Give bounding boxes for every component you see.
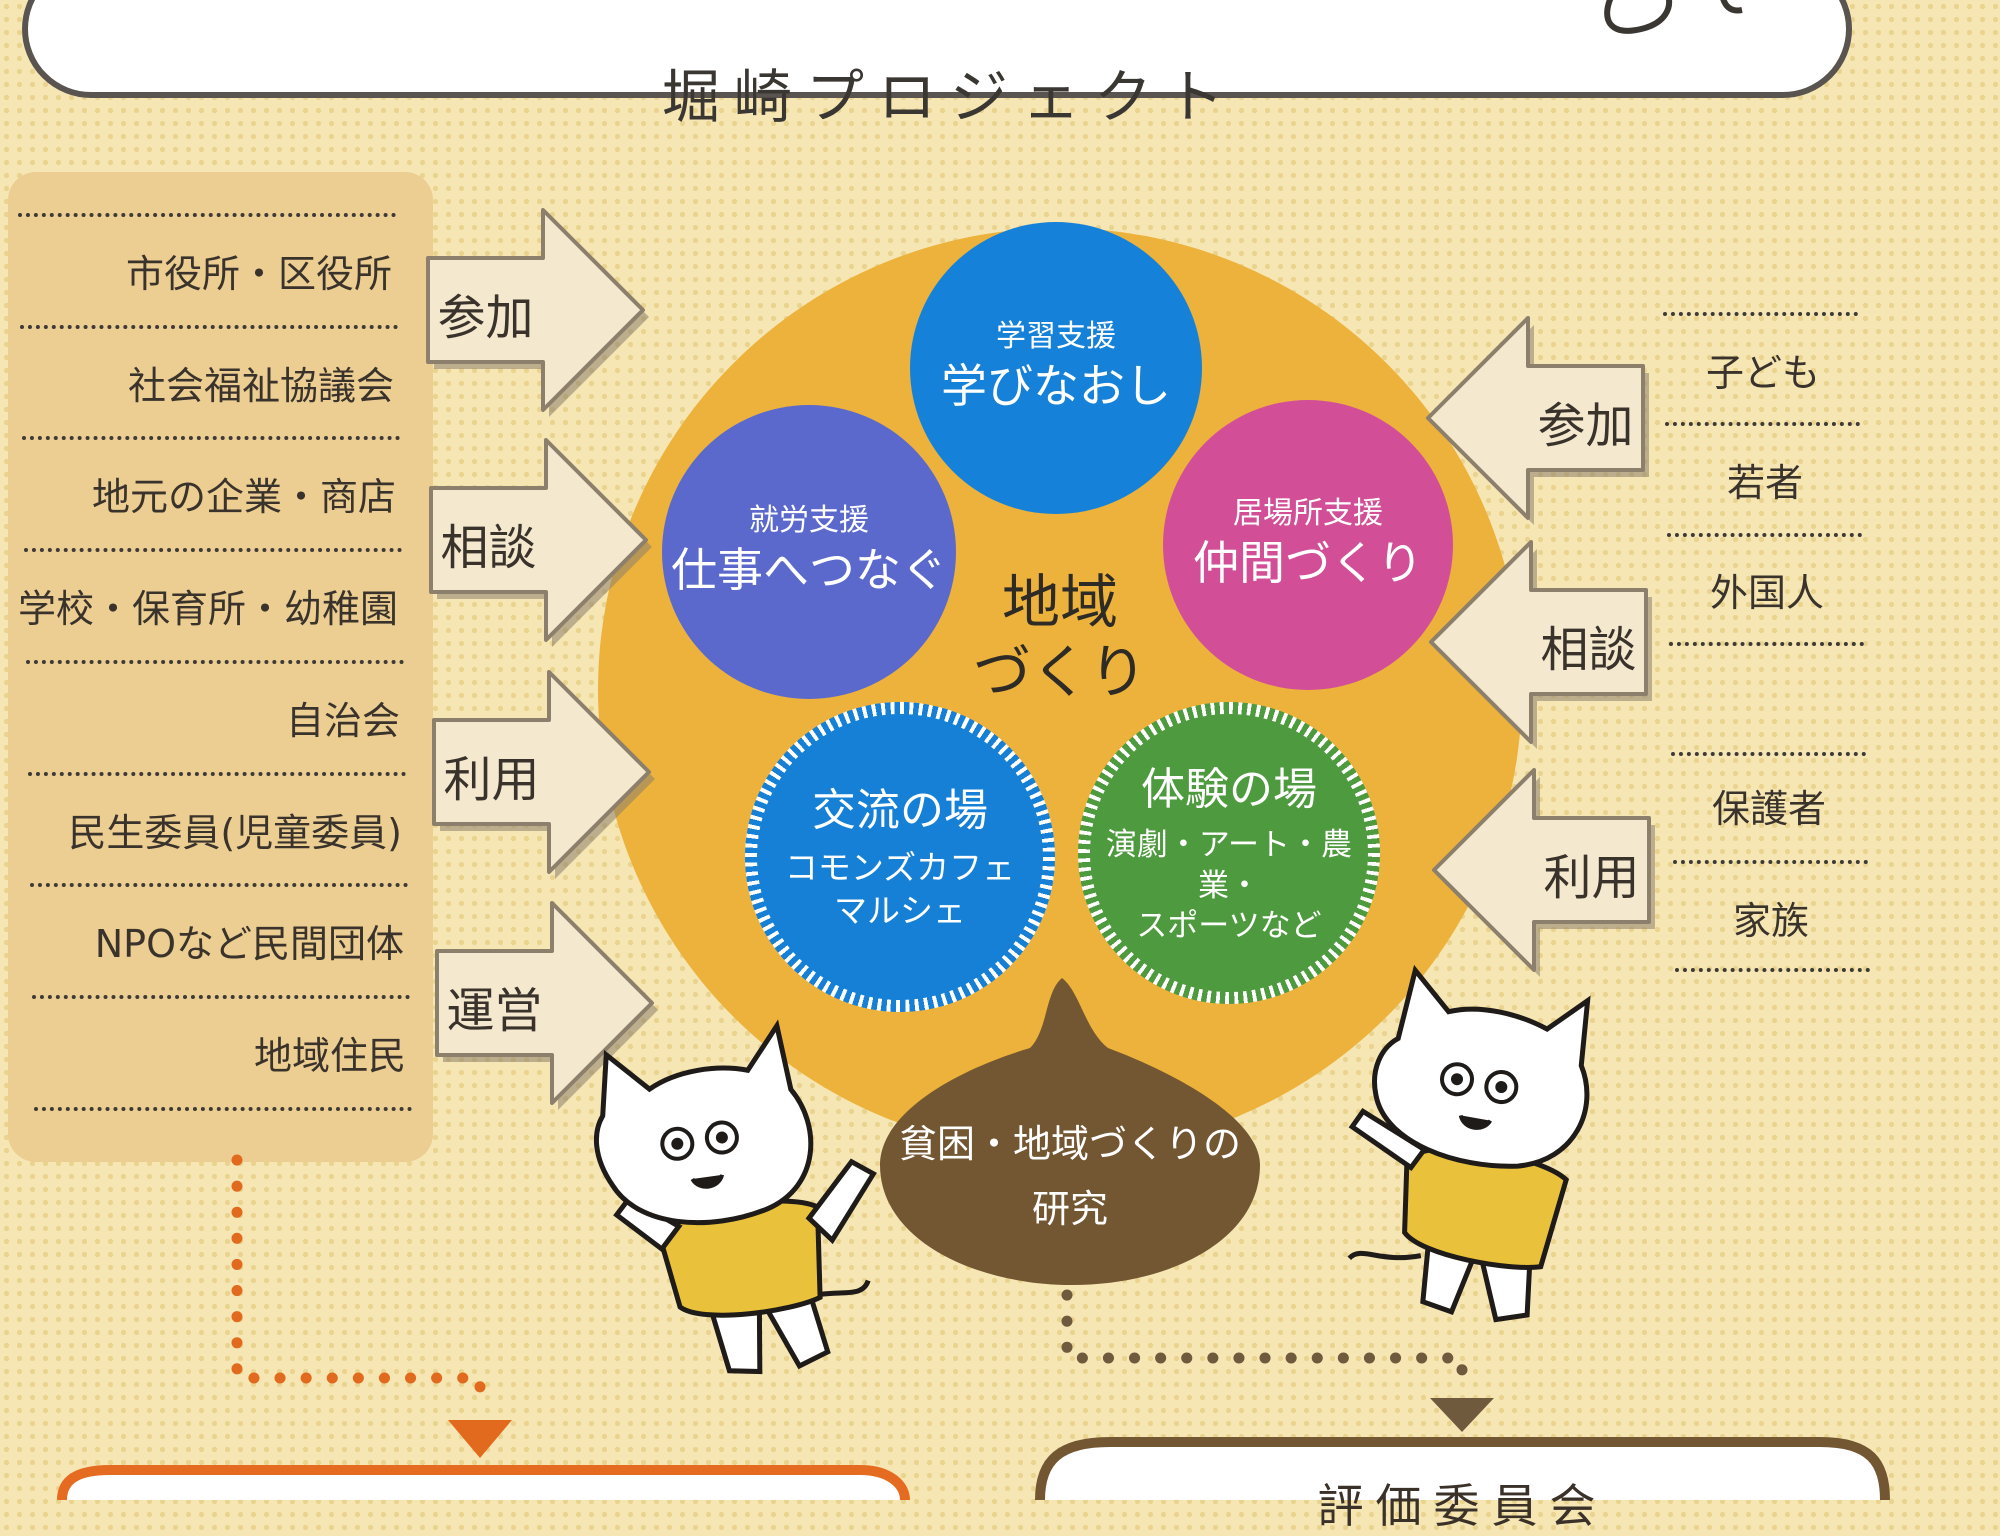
audience-item: 若者	[1726, 461, 1803, 505]
learning-support-title: 学びなおし	[941, 358, 1171, 413]
audience-item: 家族	[1732, 899, 1809, 943]
organization-item: 社会福祉協議会	[127, 363, 394, 408]
employment-support-title: 仕事へつなぐ	[671, 542, 947, 597]
organization-item: 学校・保育所・幼稚園	[17, 587, 398, 632]
organization-item: 地元の企業・商店	[91, 475, 396, 520]
audience-item: 保護者	[1711, 787, 1826, 831]
employment-support-label: 就労支援	[749, 502, 869, 538]
experience-place-title: 体験の場	[1141, 763, 1317, 815]
left-arrow-management	[435, 901, 654, 1105]
right-dotted-connector	[1061, 1289, 1468, 1391]
research-text: 貧困・地域づくりの 研究	[880, 1112, 1260, 1241]
audience-item: 外国人	[1709, 571, 1824, 615]
bottom-left-box	[57, 1465, 910, 1500]
separator-dots	[1669, 642, 1864, 646]
separator-dots	[22, 436, 400, 441]
separator-dots	[20, 324, 398, 329]
place-support-title: 仲間づくり	[1193, 535, 1423, 590]
center-label-line-2: づくり	[972, 637, 1147, 706]
right-arrow-participation-label: 参加	[1537, 398, 1634, 454]
exchange-place-title: 交流の場	[812, 785, 988, 837]
left-down-arrowhead	[448, 1420, 512, 1458]
right-arrow-participation	[1426, 316, 1645, 520]
separator-dots	[32, 994, 410, 999]
right-arrow-use-label: 利用	[1543, 850, 1640, 906]
organization-item: 民生委員(児童委員)	[68, 810, 402, 855]
separator-dots	[30, 883, 408, 888]
organization-item: 市役所・区役所	[125, 252, 392, 296]
place-support-label: 居場所支援	[1233, 495, 1383, 531]
separator-dots	[1675, 968, 1870, 972]
left-arrow-consultation	[429, 438, 648, 642]
separator-dots	[34, 1106, 412, 1111]
center-label-line-1: 地域	[1001, 568, 1118, 636]
left-arrow-use-label: 利用	[443, 752, 540, 808]
cat-right-icon	[1347, 964, 1591, 1323]
arrows-group	[426, 208, 1655, 1110]
place-support-circle: 居場所支援 仲間づくり	[1163, 400, 1453, 690]
left-arrow-management-label: 運営	[446, 983, 543, 1039]
left-arrow-participation	[426, 208, 645, 412]
center-label: 地域 づくり	[960, 568, 1160, 707]
exchange-line-2: マルシェ	[834, 890, 966, 930]
experience-line-2: スポーツなど	[1136, 907, 1322, 944]
right-arrow-use	[1432, 768, 1651, 972]
right-down-arrowhead	[1430, 1398, 1494, 1432]
left-arrow-use	[432, 670, 651, 874]
evaluation-committee-label: 評価委員会	[1317, 1479, 1608, 1533]
doodle-glyph-icon	[1604, 0, 1672, 34]
exchange-place-circle: 交流の場 コモンズカフェ マルシェ	[757, 714, 1043, 1000]
exchange-line-1: コモンズカフェ	[784, 847, 1016, 887]
separator-dots	[1667, 533, 1862, 537]
left-dotted-connector	[231, 1154, 486, 1411]
right-arrow-consultation-label: 相談	[1540, 622, 1637, 678]
organization-item: 地域住民	[253, 1033, 406, 1078]
learning-support-circle: 学習支援 学びなおし	[910, 222, 1202, 514]
research-line-1: 貧困・地域づくりの	[898, 1122, 1241, 1166]
separator-dots	[1665, 422, 1860, 426]
left-arrow-consultation-label: 相談	[440, 520, 537, 576]
cat-left-icon	[593, 1019, 877, 1375]
experience-place-circle: 体験の場 演劇・アート・農業・ スポーツなど	[1090, 714, 1368, 992]
separator-dots	[1671, 752, 1866, 756]
evaluation-committee-box	[1035, 1437, 1890, 1500]
separator-dots	[24, 548, 402, 553]
audience-item: 子ども	[1705, 351, 1820, 395]
learning-support-label: 学習支援	[996, 318, 1116, 354]
separator-dots	[1673, 860, 1868, 864]
title-banner	[22, 0, 1852, 98]
separator-dots	[26, 659, 404, 664]
separator-dots	[18, 213, 396, 217]
page-title: 堀崎プロジェクト	[661, 63, 1238, 131]
left-arrow-participation-label: 参加	[437, 290, 534, 346]
organization-item: 自治会	[285, 698, 400, 743]
research-line-2: 研究	[1031, 1186, 1108, 1231]
separator-dots	[28, 771, 406, 776]
research-blob	[880, 978, 1260, 1285]
separator-dots	[1663, 312, 1858, 316]
employment-support-circle: 就労支援 仕事へつなぐ	[662, 405, 956, 699]
right-arrow-consultation	[1429, 540, 1648, 744]
experience-line-1: 演劇・アート・農業・	[1105, 827, 1353, 904]
organization-item: NPOなど民間団体	[94, 922, 404, 967]
